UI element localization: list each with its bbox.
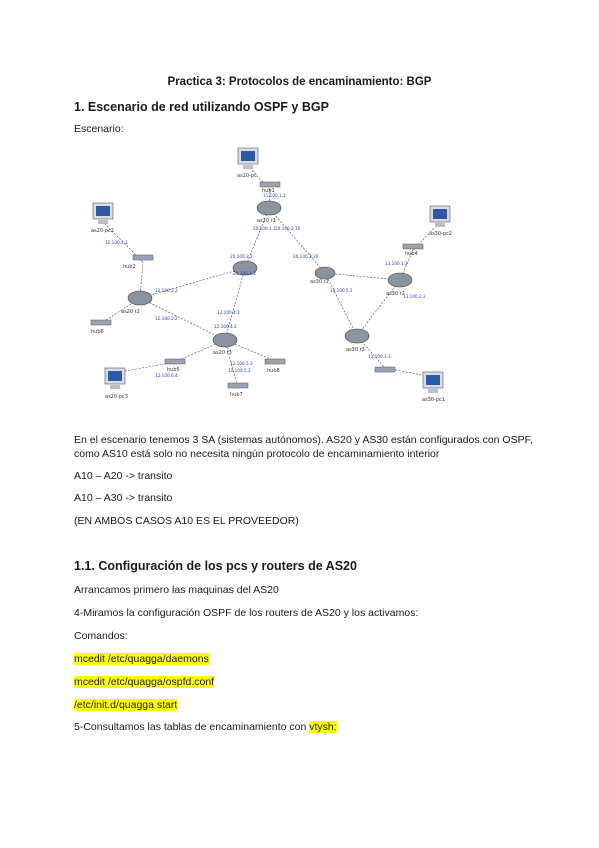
svg-text:as20 r3: as20 r3 [213,350,232,356]
svg-text:12.100.2.2: 12.100.2.2 [105,240,128,245]
svg-text:as20 r2: as20 r2 [121,309,140,315]
escenario-label: Escenario: [74,123,124,135]
svg-text:as20-pc2: as20-pc2 [91,228,114,234]
switch-hub1 [259,181,281,188]
paragraph-line-2: como AS10 está solo no necesita ningún p… [74,448,440,460]
paragraph-step5: 5-Consultamos las tablas de encaminamien… [74,721,337,733]
paragraph-line-1: En el escenario tenemos 3 SA (sistemas a… [74,434,533,446]
host-as30-pc2: as30-pc2 [429,205,452,237]
switch-hub5 [164,358,186,365]
svg-text:20.100.1.1: 20.100.1.1 [253,226,276,231]
switch-hub2 [132,254,154,261]
switch-hub6 [90,319,112,326]
svg-text:as30 r2: as30 r2 [386,291,405,297]
svg-text:as10 r1: as10 r1 [257,218,276,224]
svg-text:20.100.2.30: 20.100.2.30 [293,254,319,259]
svg-text:as10-pc: as10-pc [237,173,257,179]
command-ospfd-conf: mcedit /etc/quagga/ospfd.conf [74,676,215,688]
section-heading-1-1: 1.1. Configuración de los pcs y routers … [74,559,357,573]
router-as30-r3 [344,328,370,344]
svg-text:20.100.1.2: 20.100.1.2 [233,271,256,276]
svg-text:12.100.6.4: 12.100.6.4 [155,373,178,378]
line-proveedor: (EN AMBOS CASOS A10 ES EL PROVEEDOR) [74,515,299,527]
command-line-1: mcedit /etc/quagga/daemons [74,653,209,665]
svg-text:13.100.1.2: 13.100.1.2 [385,261,408,266]
switch-hub8 [264,358,286,365]
switch-hub4 [402,243,424,250]
svg-text:hub2: hub2 [123,264,136,270]
document-title: Practica 3: Protocolos de encaminamiento… [167,76,432,88]
svg-text:hub5: hub5 [167,367,180,373]
svg-text:as20-pc3: as20-pc3 [105,394,128,400]
line-a10-a20: A10 – A20 -> transito [74,470,173,482]
svg-text:hub7: hub7 [230,392,243,398]
svg-text:as30 r1: as30 r1 [310,279,329,285]
svg-text:hub6: hub6 [91,329,104,335]
host-as30-pc1: as30-pc1 [422,371,445,403]
command-line-2: mcedit /etc/quagga/ospfd.conf [74,676,215,688]
svg-text:13.100.5.1: 13.100.5.1 [330,288,353,293]
step5-text: 5-Consultamos las tablas de encaminamien… [74,721,310,733]
command-daemons: mcedit /etc/quagga/daemons [74,653,209,665]
router-as20-r2 [127,290,153,306]
svg-text:20.100.2.10: 20.100.2.10 [275,226,301,231]
svg-text:11.100.1.2: 11.100.1.2 [263,193,286,198]
router-as10-r1 [256,200,282,216]
svg-text:13.100.3.3: 13.100.3.3 [368,354,391,359]
switch-hub7 [227,382,249,389]
paragraph-arrancamos: Arrancamos primero las maquinas del AS20 [74,584,279,596]
host-as20-pc2: as20-pc2 [91,202,114,234]
line-a10-a30: A10 – A30 -> transito [74,492,173,504]
comandos-label: Comandos: [74,630,128,642]
command-vtysh: vtysh: [309,721,337,733]
svg-text:hub4: hub4 [405,251,418,257]
router-as20-r1 [232,260,258,276]
host-as20-pc3: as20-pc3 [104,367,128,400]
router-as30-r2 [387,272,413,288]
router-as20-r3 [212,332,238,348]
svg-text:13.100.2.2: 13.100.2.2 [403,294,426,299]
svg-text:12.100.2.2: 12.100.2.2 [155,288,178,293]
network-diagram: as10-pc as20-pc2 as30-pc2 as20-pc3 as30-… [90,147,452,403]
host-as10-pc: as10-pc [237,147,259,179]
svg-text:12.100.4.3: 12.100.4.3 [217,310,240,315]
router-as30-r1 [314,266,336,280]
command-line-3: /etc/init.d/quagga start [74,699,178,711]
svg-text:12.100.5.3: 12.100.5.3 [230,361,253,366]
svg-text:as30 r3: as30 r3 [346,347,365,353]
svg-text:hub8: hub8 [267,368,280,374]
svg-text:12.100.3.2: 12.100.3.2 [155,316,178,321]
svg-text:as30-pc1: as30-pc1 [422,397,445,403]
svg-text:12.100.4.2: 12.100.4.2 [214,324,237,329]
svg-text:as30-pc2: as30-pc2 [429,231,452,237]
command-quagga-start: /etc/init.d/quagga start [74,699,178,711]
svg-text:12.100.5.2: 12.100.5.2 [228,368,251,373]
switch-hub9 [374,366,396,373]
svg-text:20.100.3.2: 20.100.3.2 [230,254,253,259]
paragraph-step4: 4-Miramos la configuración OSPF de los r… [74,607,419,619]
section-heading-1: 1. Escenario de red utilizando OSPF y BG… [74,100,329,114]
svg-text:hub1: hub1 [262,188,275,194]
